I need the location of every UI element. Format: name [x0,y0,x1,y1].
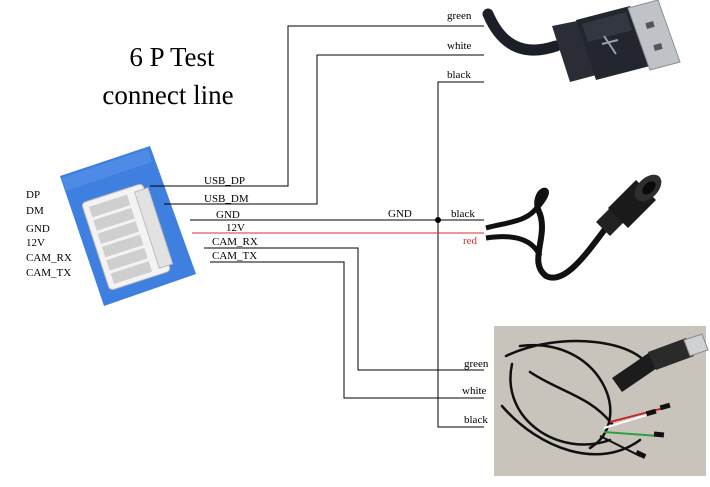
label-gnd-node: GND [388,208,412,220]
pin-label-cam-rx: CAM_RX [26,252,72,264]
wire-cam-tx [210,261,484,399]
usb-a-plug-icon [482,0,681,82]
dc-barrel-jack-icon [485,174,662,281]
label-12v: 12V [226,222,245,234]
wire-usb-dm [164,54,484,205]
usb-wire-black-label: black [447,69,471,81]
gnd-junction-dot [435,217,441,223]
usb-wire-green-label: green [447,10,472,22]
wire-ground-bus [437,81,484,428]
title-line-2: connect line [102,80,233,110]
jack-wire-black-label: black [451,208,475,220]
pin-label-dp: DP [26,189,40,201]
label-gnd: GND [216,209,240,221]
serial-wire-green-label: green [464,358,489,370]
label-usb-dm: USB_DM [204,193,249,205]
label-cam-tx: CAM_TX [212,250,257,262]
usb-ttl-serial-cable-icon [494,326,709,476]
wire-usb-dp [150,25,484,187]
serial-wire-black-label: black [464,414,488,426]
pin-label-gnd: GND [26,223,50,235]
wire-cam-rx [204,247,484,371]
pin-label-12v: 12V [26,237,45,249]
pin-label-cam-tx: CAM_TX [26,267,71,279]
usb-wire-white-label: white [447,40,472,52]
pin-label-dm: DM [26,205,44,217]
title-line-1: 6 P Test [129,42,215,72]
label-usb-dp: USB_DP [204,175,245,187]
serial-wire-white-label: white [462,385,487,397]
six-pin-connector-icon [60,146,196,306]
jack-wire-red-label: red [463,235,478,247]
label-cam-rx: CAM_RX [212,236,258,248]
